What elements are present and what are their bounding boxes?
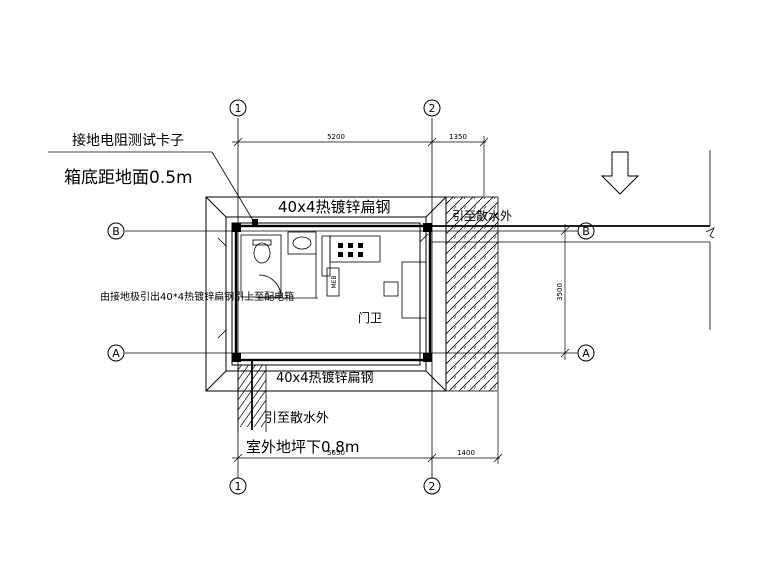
dimension-bottom bbox=[232, 392, 503, 464]
grid-label-a-right: A bbox=[582, 347, 590, 360]
corner-ticks bbox=[217, 233, 429, 339]
test-clamp-marker bbox=[252, 219, 258, 225]
grid-bubble-1-bottom bbox=[229, 477, 247, 495]
grid-bubble-b-left bbox=[107, 222, 125, 240]
annotation-top-conductor: 40x4热镀锌扁钢 bbox=[278, 198, 391, 216]
dim-bottom-1400: 1400 bbox=[457, 449, 475, 457]
interior-fixtures bbox=[240, 231, 427, 319]
grid-bubbles bbox=[107, 99, 595, 495]
dim-top-1350: 1350 bbox=[449, 133, 467, 141]
grid-bubble-2-top bbox=[423, 99, 441, 117]
annotation-box-height: 箱底距地面0.5m bbox=[64, 168, 193, 188]
wall-inner bbox=[231, 222, 421, 366]
leaders bbox=[48, 151, 255, 223]
stove-counter bbox=[329, 235, 381, 263]
desk bbox=[401, 261, 427, 319]
meb-box bbox=[326, 267, 340, 297]
grid-bubble-a-right bbox=[577, 344, 595, 362]
dim-top-5200: 5200 bbox=[327, 133, 345, 141]
down-arrow-icon bbox=[600, 151, 640, 195]
grid-bubble-b-right bbox=[577, 222, 595, 240]
annotation-test-clamp: 接地电阻测试卡子 bbox=[72, 132, 184, 149]
grid-bubble-1-top bbox=[229, 99, 247, 117]
grid-bubble-2-bottom bbox=[423, 477, 441, 495]
room-name: 门卫 bbox=[358, 310, 382, 325]
hatched-earth-right bbox=[445, 196, 499, 392]
dim-bottom-5650: 5650 bbox=[327, 449, 345, 457]
meb-label: MEB bbox=[331, 275, 338, 288]
stove-grid bbox=[338, 243, 363, 257]
corner-columns bbox=[232, 219, 432, 362]
grid-label-1-bottom: 1 bbox=[235, 480, 242, 493]
dimension-right bbox=[560, 224, 570, 360]
door-swing-toilet bbox=[258, 274, 282, 298]
dimension-top bbox=[232, 136, 489, 196]
annotation-bottom-lead-out: 引至散水外 bbox=[264, 411, 329, 426]
chair bbox=[383, 281, 399, 297]
toilet-room bbox=[240, 234, 282, 298]
toilet-icon bbox=[253, 242, 271, 264]
grid-label-2-top: 2 bbox=[429, 102, 436, 115]
grounding-ring bbox=[234, 224, 432, 362]
grid-label-b-left: B bbox=[112, 225, 120, 238]
grid-label-a-left: A bbox=[112, 347, 120, 360]
dim-right-3500: 3500 bbox=[556, 283, 564, 301]
annotation-right-lead-out: 引至散水外 bbox=[452, 208, 512, 223]
annotation-left-conductor: 由接地极引出40*4热镀锌扁钢引上至配电箱 bbox=[100, 290, 294, 303]
annotation-bury-depth: 室外地坪下0.8m bbox=[246, 438, 359, 456]
grid-label-b-right: B bbox=[582, 225, 590, 238]
grid-label-1-top: 1 bbox=[235, 102, 242, 115]
annotation-bottom-conductor: 40x4热镀锌扁钢 bbox=[276, 370, 374, 386]
sink-icon bbox=[287, 231, 317, 255]
grid-label-2-bottom: 2 bbox=[429, 480, 436, 493]
grid-bubble-a-left bbox=[107, 344, 125, 362]
